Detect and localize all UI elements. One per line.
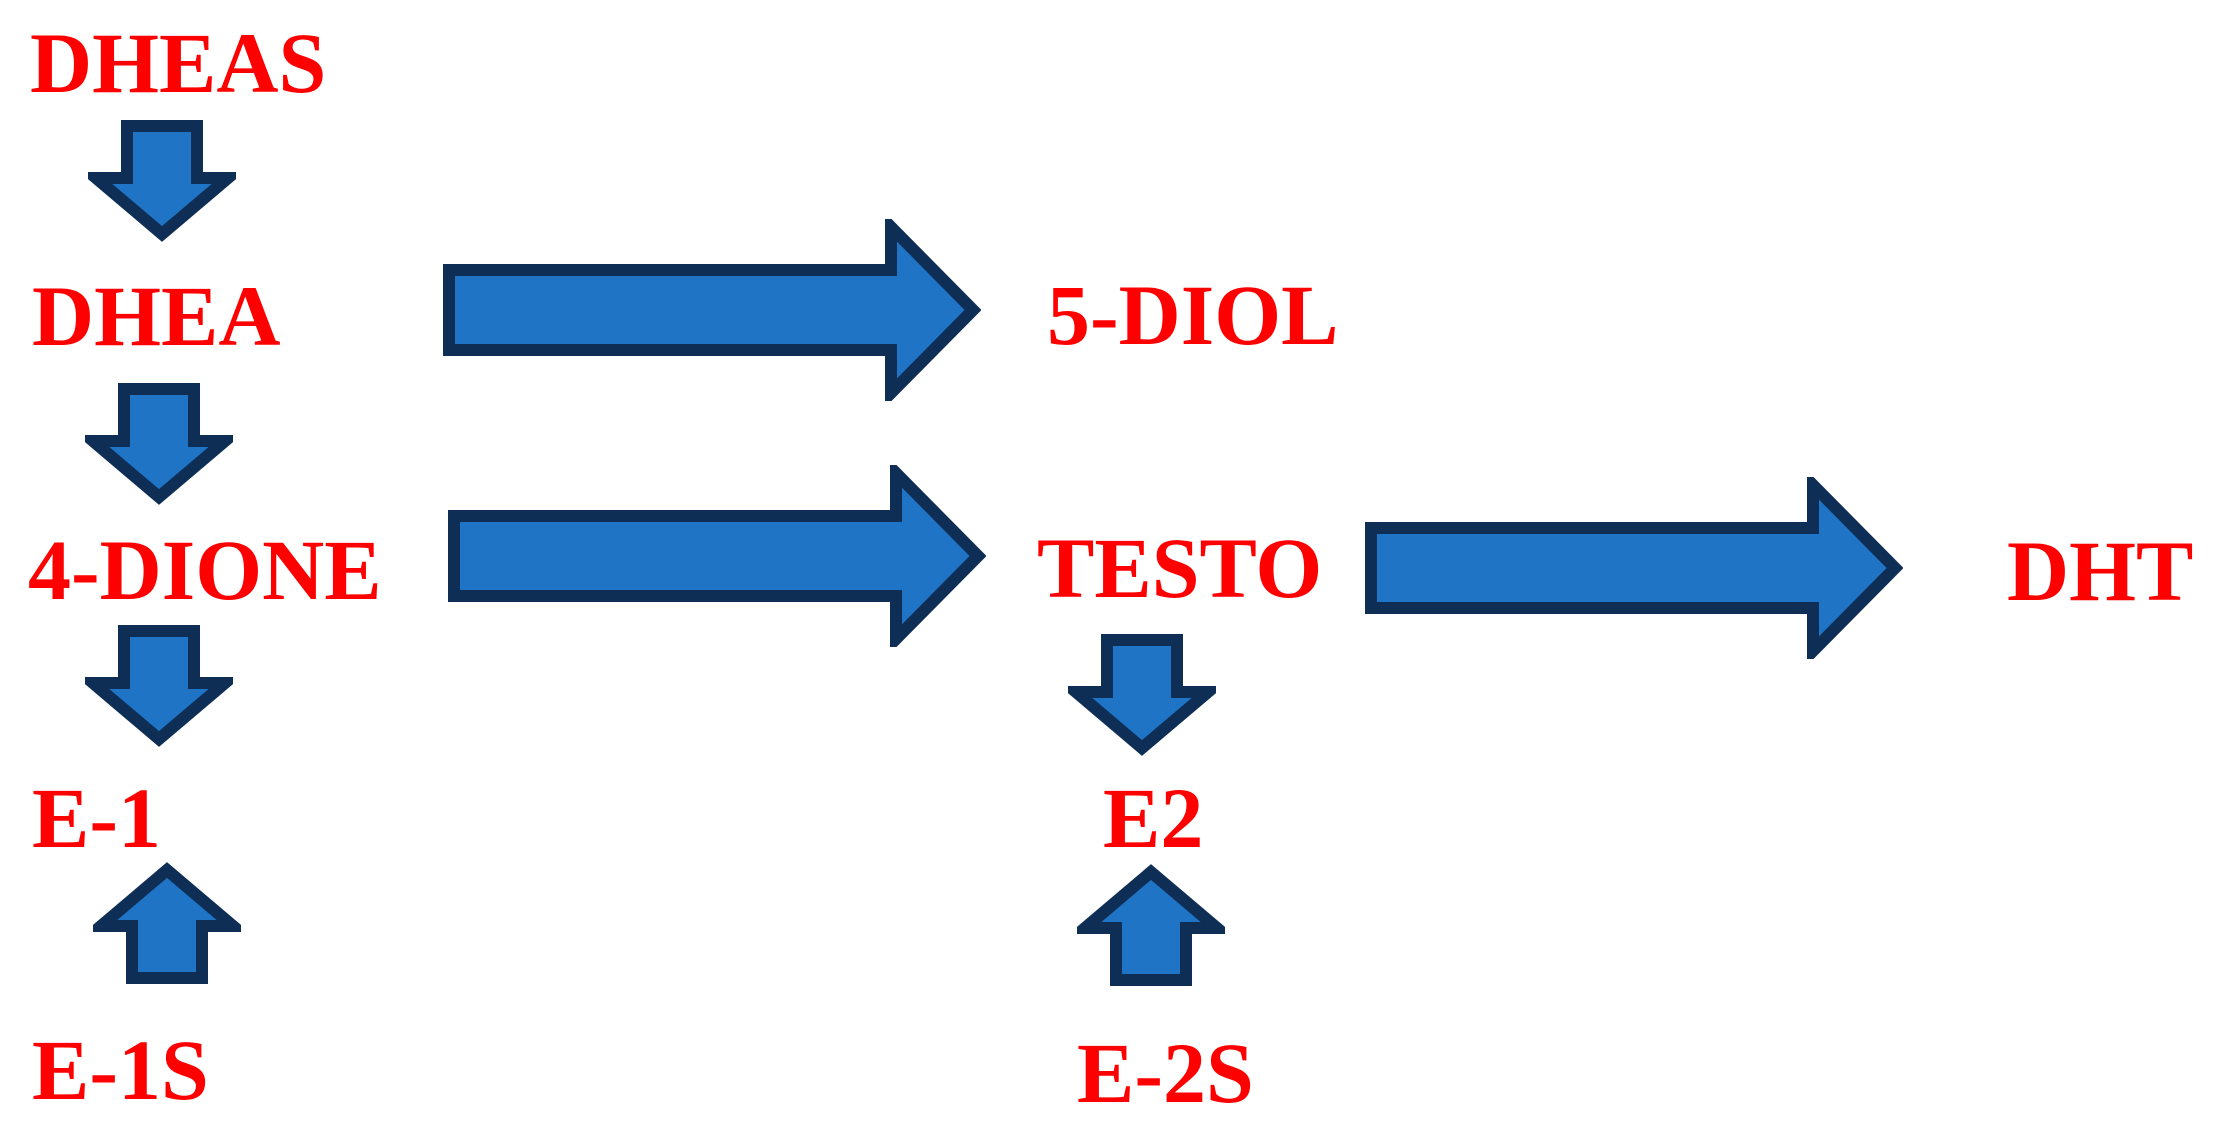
down-arrow-testo-to-e2 bbox=[1068, 634, 1216, 756]
node-label-e1s: E-1S bbox=[32, 1022, 209, 1118]
down-arrow-4dione-to-e1 bbox=[85, 625, 233, 747]
right-arrow-dhea-to-5diol bbox=[443, 219, 981, 401]
right-arrow-testo-to-dht bbox=[1365, 477, 1903, 659]
down-arrow-dheas-to-dhea bbox=[88, 120, 236, 242]
node-label-5diol: 5-DIOL bbox=[1047, 267, 1339, 363]
up-arrow-e2s-to-e2 bbox=[1077, 864, 1225, 986]
node-label-e2s: E-2S bbox=[1077, 1025, 1254, 1121]
node-label-4dione: 4-DIONE bbox=[28, 522, 382, 618]
node-label-testo: TESTO bbox=[1037, 520, 1323, 616]
up-arrow-e1s-to-e1 bbox=[93, 862, 241, 984]
node-label-dht: DHT bbox=[2007, 523, 2194, 619]
down-arrow-dhea-to-4dione bbox=[85, 383, 233, 505]
node-label-dhea: DHEA bbox=[32, 268, 281, 364]
node-label-e2: E2 bbox=[1103, 770, 1204, 866]
node-label-e1: E-1 bbox=[32, 770, 161, 866]
node-label-dheas: DHEAS bbox=[30, 15, 327, 111]
right-arrow-4dione-to-testo bbox=[448, 465, 986, 647]
